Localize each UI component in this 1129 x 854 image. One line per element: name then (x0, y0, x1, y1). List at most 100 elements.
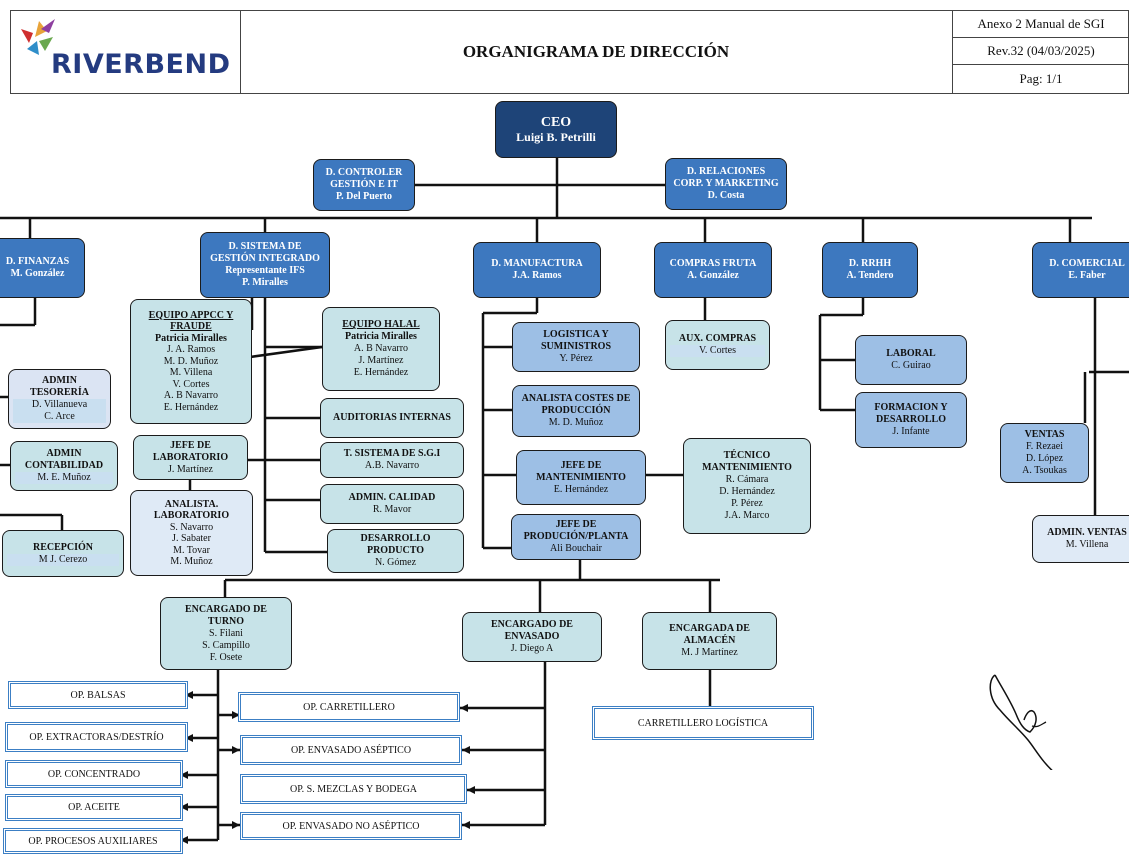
op-aceite: OP. ACEITE (5, 794, 183, 821)
op-concentrado: OP. CONCENTRADO (5, 760, 183, 788)
accounting-name: M. E. Muñoz (15, 472, 113, 484)
page-number: Pag: 1/1 (1019, 71, 1063, 86)
hr-name: A. Tendero (846, 270, 894, 281)
quality-name: R. Mavor (372, 504, 412, 515)
product-dev-title: DESARROLLO PRODUCTO (360, 533, 431, 556)
appcc-members: J. A. Ramos M. D. Muñoz M. Villena V. Co… (163, 344, 219, 413)
hr-box: D. RRHH A. Tendero (822, 242, 918, 298)
purch-aux-name: V. Cortes (670, 345, 765, 357)
sales-admin-name: M. Villena (1065, 539, 1109, 550)
appcc-title: EQUIPO APPCC Y FRAUDE (148, 309, 234, 333)
training-box: FORMACION Y DESARROLLO J. Infante (855, 392, 967, 448)
costs-title: ANALISTA COSTES DE PRODUCCIÓN (521, 393, 631, 416)
hr-title: D. RRHH (848, 258, 892, 269)
sgi-tech-title: T. SISTEMA DE S.G.I (343, 448, 441, 459)
company-logo: RIVERBEND (11, 11, 241, 93)
controller-name: P. Del Puerto (335, 191, 392, 202)
lab-head-box: JEFE DE LABORATORIO J. Martínez (133, 435, 248, 480)
fruit-purchasing-box: COMPRAS FRUTA A. González (654, 242, 772, 298)
logistics-name: Y. Pérez (559, 353, 593, 364)
packing-title: ENCARGADO DE ENVASADO (491, 619, 573, 642)
finance-title: D. FINANZAS (5, 256, 70, 267)
finance-name: M. González (10, 268, 65, 279)
controller-box: D. CONTROLER GESTIÓN E IT P. Del Puerto (313, 159, 415, 211)
page-title: ORGANIGRAMA DE DIRECCIÓN (240, 11, 953, 93)
purch-aux-box: AUX. COMPRAS V. Cortes (665, 320, 770, 370)
fruit-title: COMPRAS FRUTA (669, 258, 757, 269)
shift-box: ENCARGADO DE TURNO S. Filani S. Campillo… (160, 597, 292, 670)
training-title: FORMACION Y DESARROLLO (874, 402, 948, 425)
maintenance-box: JEFE DE MANTENIMIENTO E. Hernández (516, 450, 646, 505)
costs-box: ANALISTA COSTES DE PRODUCCIÓN M. D. Muño… (512, 385, 640, 437)
logo-wordmark: RIVERBEND (51, 49, 231, 80)
halal-title: EQUIPO HALAL (342, 319, 420, 330)
purch-aux-title: AUX. COMPRAS (678, 333, 757, 344)
sales-admin-title: ADMIN. VENTAS (1047, 527, 1127, 538)
sgi-name: P. Miralles (242, 277, 288, 288)
maintenance-title: JEFE DE MANTENIMIENTO (536, 459, 626, 483)
sgi-tech-name: A.B. Navarro (364, 460, 420, 471)
manufacturing-name: J.A. Ramos (512, 270, 562, 281)
op-no-aseptico: OP. ENVASADO NO ASÉPTICO (240, 812, 462, 840)
warehouse-name: M. J Martínez (681, 647, 738, 658)
sales-title: VENTAS (1024, 429, 1065, 440)
op-carretillero-logistica: CARRETILLERO LOGÍSTICA (592, 706, 814, 740)
product-dev-name: N. Gómez (374, 557, 417, 568)
audits-title: AUDITORIAS INTERNAS (333, 412, 451, 423)
shift-title: ENCARGADO DE TURNO (185, 603, 267, 627)
lab-analyst-names: S. Navarro J. Sabater M. Tovar M. Muñoz (169, 521, 214, 568)
logistics-title: LOGISTICA Y SUMINISTROS (540, 329, 612, 352)
ceo-name: Luigi B. Petrilli (516, 129, 596, 144)
sgi-tech-box: T. SISTEMA DE S.G.I A.B. Navarro (320, 442, 464, 478)
lab-head-name: J. Martínez (168, 463, 213, 475)
sgi-title: D. SISTEMA DE GESTIÓN INTEGRADO Represen… (210, 241, 320, 276)
document-header: RIVERBEND ORGANIGRAMA DE DIRECCIÓN Anexo… (10, 10, 1129, 94)
product-dev-box: DESARROLLO PRODUCTO N. Gómez (327, 529, 464, 573)
quality-box: ADMIN. CALIDAD R. Mavor (320, 484, 464, 524)
commercial-box: D. COMERCIAL E. Faber (1032, 242, 1129, 298)
maintenance-name: E. Hernández (553, 483, 609, 495)
op-mezclas: OP. S. MEZCLAS Y BODEGA (240, 774, 467, 804)
appcc-lead: Patricia Miralles (155, 332, 227, 344)
op-balsas: OP. BALSAS (8, 681, 188, 709)
ceo-title: CEO (540, 114, 572, 130)
fruit-name: A. González (687, 270, 739, 281)
halal-lead: Patricia Miralles (345, 331, 417, 342)
commercial-name: E. Faber (1068, 270, 1106, 281)
sales-box: VENTAS F. Rezaei D. López A. Tsoukas (1000, 423, 1089, 483)
plant-name: Ali Bouchair (550, 543, 602, 554)
op-carretillero: OP. CARRETILLERO (238, 692, 460, 722)
lab-head-title: JEFE DE LABORATORIO (152, 439, 229, 463)
relations-box: D. RELACIONES CORP. Y MARKETING D. Costa (665, 158, 787, 210)
op-extractoras: OP. EXTRACTORAS/DESTRÍO (5, 722, 188, 752)
relations-title: D. RELACIONES CORP. Y MARKETING (673, 166, 779, 189)
shift-names: S. Filani S. Campillo F. Osete (202, 627, 250, 663)
lab-analyst-box: ANALISTA. LABORATORIO S. Navarro J. Saba… (130, 490, 253, 576)
treasury-box: ADMIN TESORERÍA D. Villanueva C. Arce (8, 369, 111, 429)
maint-tech-box: TÉCNICO MANTENIMIENTO R. Cámara D. Herná… (683, 438, 811, 534)
appcc-team-box: EQUIPO APPCC Y FRAUDE Patricia Miralles … (130, 299, 252, 424)
manufacturing-box: D. MANUFACTURA J.A. Ramos (473, 242, 601, 298)
treasury-names: D. Villanueva C. Arce (13, 399, 106, 423)
accounting-box: ADMIN CONTABILIDAD M. E. Muñoz (10, 441, 118, 491)
op-aseptico: OP. ENVASADO ASÉPTICO (240, 735, 462, 765)
sgi-box: D. SISTEMA DE GESTIÓN INTEGRADO Represen… (200, 232, 330, 298)
training-name: J. Infante (892, 426, 930, 437)
maint-tech-title: TÉCNICO MANTENIMIENTO (702, 450, 792, 473)
relations-name: D. Costa (707, 190, 745, 201)
quality-title: ADMIN. CALIDAD (348, 492, 436, 503)
commercial-title: D. COMERCIAL (1049, 258, 1125, 269)
labor-box: LABORAL C. Guirao (855, 335, 967, 385)
reception-name: M J. Cerezo (7, 553, 119, 566)
plant-title: JEFE DE PRODUCIÓN/PLANTA (523, 519, 629, 542)
labor-title: LABORAL (886, 348, 936, 359)
sales-admin-box: ADMIN. VENTAS M. Villena (1032, 515, 1129, 563)
ceo-box: CEO Luigi B. Petrilli (495, 101, 617, 158)
logo-icon (21, 19, 55, 55)
halal-members: A. B Navarro J. Martínez E. Hernández (353, 343, 409, 378)
accounting-title: ADMIN CONTABILIDAD (24, 448, 104, 471)
treasury-title: ADMIN TESORERÍA (30, 375, 89, 398)
reception-title: RECEPCIÓN (32, 541, 93, 553)
plant-box: JEFE DE PRODUCIÓN/PLANTA Ali Bouchair (511, 514, 641, 560)
